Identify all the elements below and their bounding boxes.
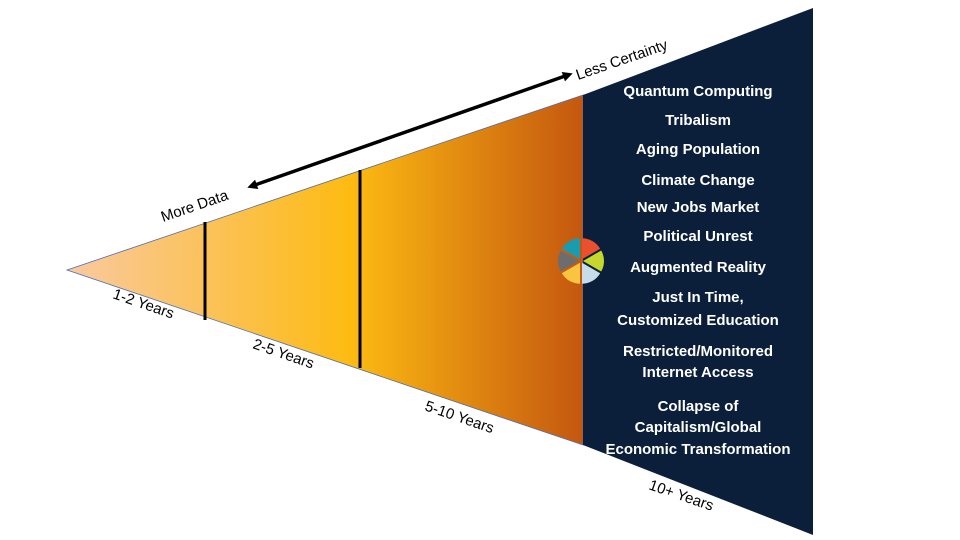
pie-slice bbox=[582, 238, 601, 260]
trend-item: Quantum Computing bbox=[623, 83, 772, 100]
certainty-arrow bbox=[247, 71, 573, 190]
pie-slice bbox=[561, 262, 580, 284]
trend-item: New Jobs Market bbox=[637, 199, 760, 216]
trend-item: Capitalism/Global bbox=[635, 419, 762, 436]
trend-item: Tribalism bbox=[665, 112, 731, 129]
trend-item: Restricted/Monitored bbox=[623, 343, 773, 360]
pie-slice bbox=[583, 250, 604, 272]
forecast-cone bbox=[65, 94, 584, 446]
pie-chart-icon bbox=[558, 238, 604, 284]
trend-item: Augmented Reality bbox=[630, 259, 767, 276]
trend-item: Internet Access bbox=[642, 364, 753, 381]
pie-slice bbox=[558, 250, 579, 272]
trend-item: Climate Change bbox=[641, 172, 754, 189]
pie-slice bbox=[561, 238, 580, 260]
trend-item: Aging Population bbox=[636, 141, 760, 158]
trend-item: Economic Transformation bbox=[605, 441, 790, 458]
trend-item: Just In Time, bbox=[652, 289, 743, 306]
long-term-panel bbox=[583, 8, 813, 535]
trend-item: Collapse of bbox=[658, 398, 740, 415]
pie-slice bbox=[582, 262, 601, 284]
trend-item: Political Unrest bbox=[643, 228, 752, 245]
trend-item: Customized Education bbox=[617, 312, 779, 329]
